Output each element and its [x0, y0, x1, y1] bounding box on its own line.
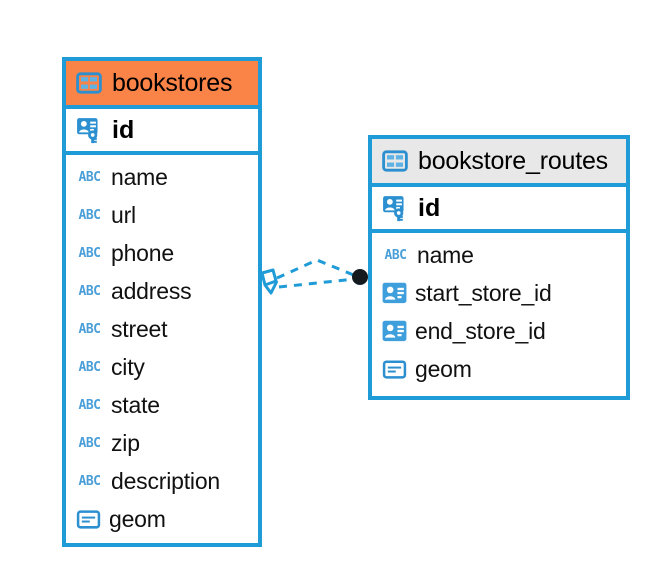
- field-row-name[interactable]: ABC name: [372, 236, 626, 274]
- field-row-city[interactable]: ABC city: [66, 348, 258, 386]
- abc-icon: ABC: [78, 473, 101, 489]
- relationship-line-lower: [278, 277, 356, 289]
- abc-icon: ABC: [78, 169, 101, 185]
- field-list-bookstores: ABC name ABC url ABC phone ABC address A…: [66, 155, 258, 538]
- field-row-end-store-id[interactable]: end_store_id: [372, 312, 626, 350]
- field-label: address: [111, 277, 192, 304]
- entity-title: bookstores: [112, 68, 233, 97]
- field-row-geom[interactable]: geom: [66, 500, 258, 538]
- field-label: name: [111, 163, 168, 190]
- field-row-geom[interactable]: geom: [372, 350, 626, 388]
- field-list-bookstore-routes: ABC name start_store_id: [372, 233, 626, 388]
- relationship-line-upper: [276, 258, 357, 280]
- field-label: city: [111, 353, 145, 380]
- entity-header-bookstore-routes[interactable]: bookstore_routes: [372, 139, 626, 187]
- field-label: state: [111, 391, 160, 418]
- field-label: zip: [111, 429, 140, 456]
- entity-title: bookstore_routes: [418, 146, 608, 175]
- abc-icon: ABC: [78, 397, 101, 413]
- field-row-zip[interactable]: ABC zip: [66, 424, 258, 462]
- relationship-connector[interactable]: [255, 240, 380, 320]
- field-row-street[interactable]: ABC street: [66, 310, 258, 348]
- primary-key-label: id: [112, 115, 135, 144]
- abc-icon: ABC: [384, 247, 407, 263]
- field-label: description: [111, 467, 221, 494]
- field-row-start-store-id[interactable]: start_store_id: [372, 274, 626, 312]
- field-label: phone: [111, 239, 174, 266]
- field-row-address[interactable]: ABC address: [66, 272, 258, 310]
- field-label: name: [417, 241, 474, 268]
- field-row-url[interactable]: ABC url: [66, 196, 258, 234]
- field-label: end_store_id: [415, 317, 546, 344]
- field-label: url: [111, 201, 136, 228]
- primary-key-icon: [382, 194, 410, 222]
- field-row-state[interactable]: ABC state: [66, 386, 258, 424]
- field-row-phone[interactable]: ABC phone: [66, 234, 258, 272]
- abc-icon: ABC: [78, 321, 101, 337]
- foreign-key-icon: [382, 281, 407, 306]
- abc-icon: ABC: [78, 359, 101, 375]
- field-row-name[interactable]: ABC name: [66, 158, 258, 196]
- abc-icon: ABC: [78, 435, 101, 451]
- entity-bookstores[interactable]: bookstores: [62, 57, 262, 547]
- table-icon: [382, 148, 408, 174]
- foreign-key-icon: [382, 319, 407, 344]
- field-label: geom: [415, 355, 472, 382]
- field-label: start_store_id: [415, 279, 552, 306]
- field-label: geom: [109, 505, 166, 532]
- diamond-crowsfoot-marker: [260, 268, 279, 295]
- field-row-description[interactable]: ABC description: [66, 462, 258, 500]
- abc-icon: ABC: [78, 207, 101, 223]
- geometry-icon: [382, 357, 407, 382]
- abc-icon: ABC: [78, 245, 101, 261]
- field-row-primary-key[interactable]: id: [66, 109, 258, 155]
- geometry-icon: [76, 507, 101, 532]
- entity-header-bookstores[interactable]: bookstores: [66, 61, 258, 109]
- field-row-primary-key[interactable]: id: [372, 187, 626, 233]
- entity-bookstore-routes[interactable]: bookstore_routes: [368, 135, 630, 400]
- filled-circle-marker: [352, 269, 368, 285]
- abc-icon: ABC: [78, 283, 101, 299]
- primary-key-label: id: [418, 193, 441, 222]
- primary-key-icon: [76, 116, 104, 144]
- table-icon: [76, 70, 102, 96]
- field-label: street: [111, 315, 168, 342]
